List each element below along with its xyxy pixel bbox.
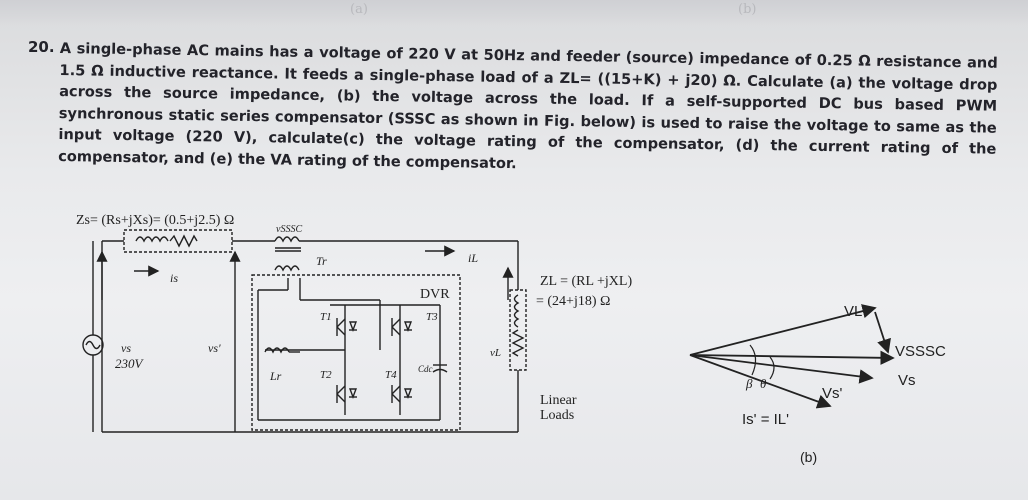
vsssc-label: vSSSC [276, 224, 302, 235]
lr-label: Lr [269, 369, 282, 383]
vsssc-phasor-label: VSSSC [895, 343, 946, 360]
dvr-label: DVR [420, 287, 450, 302]
beta-arc [749, 344, 757, 376]
load-box [509, 289, 527, 371]
theta-label: θ [760, 376, 767, 391]
load-impedance-line1: ZL = (RL +jXL) [540, 274, 632, 289]
switch-t1 [336, 318, 358, 336]
linear-label: Linear [540, 393, 577, 408]
lr-inductor [264, 347, 290, 354]
vs-prime-label: vs' [208, 341, 221, 355]
vsssc-phasor [874, 311, 891, 354]
dc-capacitor [432, 364, 448, 373]
page-top-shadow [0, 0, 1028, 26]
phasor-caption: (b) [800, 449, 817, 465]
circuit-diagram [82, 229, 527, 433]
phasor-labels: VL' VSSSC Vs Vs' β θ Is' = IL' (b) [742, 303, 946, 465]
cdc-label: Cdc [418, 364, 433, 374]
dvr-box [251, 274, 461, 431]
current-phasor [689, 354, 832, 409]
loads-label: Loads [540, 408, 574, 423]
transformer-primary [274, 236, 300, 243]
source-inductor-symbol [135, 236, 169, 243]
load-impedance-line2: = (24+j18) Ω [536, 294, 610, 309]
circuit-labels: Zs= (Rs+jXs)= (0.5+j2.5) Ω vSSSC Tr is i… [76, 213, 632, 423]
switch-t2 [336, 385, 358, 403]
question-number: 20. [28, 38, 55, 56]
source-impedance-box [123, 229, 233, 253]
theta-arc [769, 356, 775, 380]
ghost-header-a: (a) [350, 2, 368, 17]
load-resistor [511, 329, 525, 357]
vs-prime-phasor [689, 354, 874, 384]
t3-label: T3 [426, 311, 438, 323]
vs-value-label: 230V [115, 356, 145, 371]
vl-prime-phasor [689, 304, 877, 356]
switch-t3 [391, 318, 413, 336]
load-inductor [513, 294, 520, 328]
vl-label: vL [490, 347, 501, 359]
is-label: is [170, 271, 178, 285]
t4-label: T4 [385, 369, 397, 381]
beta-label: β [745, 376, 753, 391]
vs-phasor [689, 350, 895, 366]
current-phasor-label: Is' = IL' [742, 411, 789, 428]
il-label: iL [468, 251, 478, 265]
vl-prime-label: VL' [844, 303, 865, 320]
transformer-label: Tr [316, 254, 327, 268]
source-impedance-label: Zs= (Rs+jXs)= (0.5+j2.5) Ω [76, 213, 234, 228]
phasor-diagram [689, 304, 895, 409]
transformer-secondary [274, 265, 300, 272]
switch-t4 [391, 385, 413, 403]
t1-label: T1 [320, 311, 332, 323]
vs-label: vs [121, 341, 131, 355]
ghost-header-b: (b) [738, 2, 757, 17]
source-resistor-symbol [169, 234, 198, 248]
vs-phasor-label: Vs [898, 372, 916, 389]
t2-label: T2 [320, 369, 332, 381]
sine-wave-icon [85, 340, 101, 350]
vs-prime-phasor-label: Vs' [822, 385, 843, 402]
